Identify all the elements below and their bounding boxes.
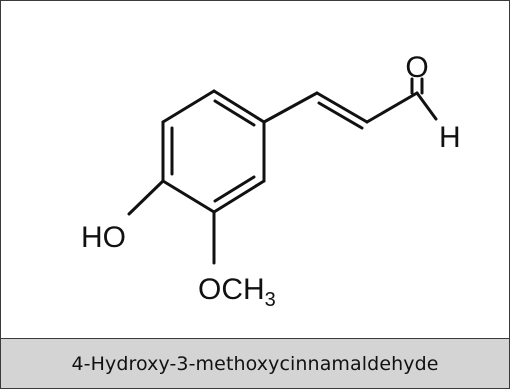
benzene-ring — [161, 89, 266, 214]
ring-bond — [212, 89, 266, 124]
ring-double-bond — [213, 175, 256, 203]
substituents — [127, 179, 216, 265]
methoxy-label: OCH3 — [198, 273, 276, 311]
chain-bond — [262, 91, 319, 124]
aldehyde-hydrogen-label: H — [439, 121, 461, 154]
hydroxyl-bond — [127, 179, 165, 216]
methoxy-subscript: 3 — [265, 289, 276, 311]
chemical-structure: O H HO OCH3 — [81, 51, 461, 311]
chain-bond — [315, 91, 369, 124]
ring-bond — [161, 89, 216, 124]
methoxy-main-text: OCH — [198, 273, 265, 306]
ring-bond — [212, 179, 266, 214]
caption-bar: 4-Hydroxy-3-methoxycinnamaldehyde — [1, 338, 509, 388]
hydroxyl-label: HO — [81, 221, 126, 254]
carbonyl-oxygen-label: O — [405, 51, 428, 84]
molecule-name-caption: 4-Hydroxy-3-methoxycinnamaldehyde — [71, 353, 439, 375]
chain-double-bond — [317, 101, 364, 130]
propenal-chain — [262, 77, 438, 130]
ring-double-bond — [213, 99, 256, 127]
chain-bond — [365, 91, 419, 124]
aldehyde-h-bond — [415, 91, 438, 121]
ring-bond — [161, 179, 216, 214]
